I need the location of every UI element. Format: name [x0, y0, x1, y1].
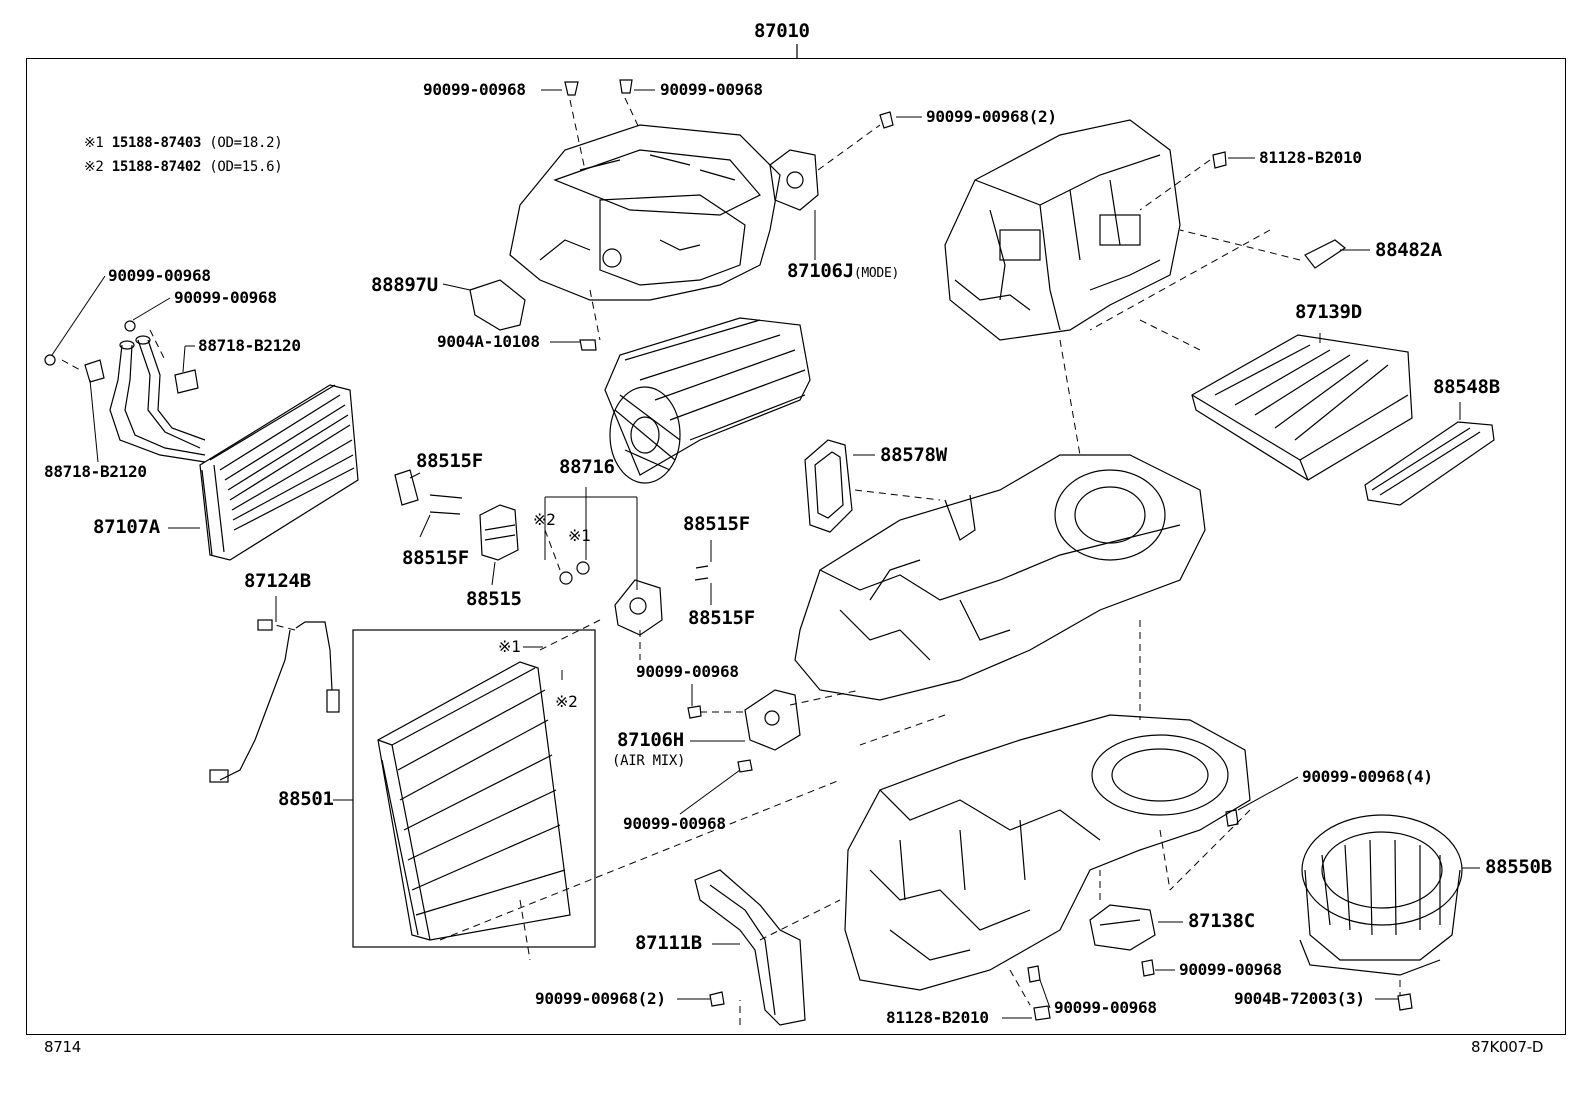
label-heater-clamp-a[interactable]: 88718-B2120 [198, 336, 301, 355]
upper-blower-case [509, 124, 781, 301]
label-evaporator[interactable]: 88501 [278, 788, 334, 810]
label-heater-screw-a[interactable]: 90099-00968 [108, 266, 211, 285]
evaporator-box [352, 629, 596, 948]
note-1-spec: (OD=18.2) [209, 135, 283, 151]
label-blower[interactable]: 88550B [1485, 856, 1552, 878]
duct-87111b [694, 869, 806, 1026]
evaporator-core [377, 661, 571, 941]
label-exp-valve[interactable]: 88515 [466, 588, 522, 610]
expansion-valve [394, 469, 519, 561]
label-airmix-note: (AIR MIX) [612, 753, 686, 769]
label-heater-clamp-b[interactable]: 88718-B2120 [44, 462, 147, 481]
label-thermistor[interactable]: 87124B [244, 570, 311, 592]
label-heater-core[interactable]: 87107A [93, 516, 160, 538]
label-blower-screw[interactable]: 9004B-72003(3) [1234, 989, 1365, 1008]
label-servo-88897u[interactable]: 88897U [371, 274, 438, 296]
label-airmix-screw-top[interactable]: 90099-00968 [636, 662, 739, 681]
assembly-lines [61, 97, 1401, 1025]
label-airmix-servo[interactable]: 87106H [617, 729, 684, 751]
footer-right: 87K007-D [1471, 1038, 1544, 1056]
label-seal[interactable]: 88578W [880, 444, 947, 466]
label-oring-mark2: ※2 [533, 510, 556, 529]
note-2-mark: ※2 [84, 159, 104, 175]
servo-88897u [469, 279, 526, 331]
label-exp-bolt-3[interactable]: 88515F [683, 513, 750, 535]
assembly-number: 87010 [754, 20, 810, 42]
label-lower-screw-4[interactable]: 90099-00968(4) [1302, 767, 1433, 786]
label-oring-mark1: ※1 [568, 526, 591, 545]
label-top-screw-a[interactable]: 90099-00968 [423, 80, 526, 99]
resistor-87138c [1089, 904, 1156, 951]
label-evap-mark1: ※1 [498, 637, 521, 656]
seal-gasket [804, 439, 853, 533]
note-2-spec: (OD=15.6) [209, 159, 283, 175]
label-exp-bolt-4[interactable]: 88515F [688, 607, 755, 629]
note-1-mark: ※1 [84, 135, 104, 151]
mode-servo-part: 87106J [787, 260, 854, 282]
mode-servo-note: (MODE) [853, 266, 900, 281]
diagram-frame [26, 58, 1566, 1035]
note-2-part: 15188-87402 [111, 159, 202, 175]
note-row-2: ※2 15188-87402 (OD=15.6) [84, 159, 283, 175]
upper-right-case [944, 119, 1181, 341]
sensor-88482a [1304, 239, 1347, 269]
heater-core [109, 335, 359, 561]
lower-case [844, 714, 1251, 991]
cabin-filter [1191, 334, 1413, 481]
airmix-servo [744, 689, 801, 751]
note-1-part: 15188-87403 [111, 135, 202, 151]
label-exp-bolt-2[interactable]: 88515F [402, 547, 469, 569]
label-filter-cover[interactable]: 88548B [1433, 376, 1500, 398]
filter-cover [1364, 421, 1495, 506]
thermistor-wire [209, 619, 340, 783]
pipe-block [559, 561, 663, 636]
main-heater-case [794, 454, 1206, 701]
blower-motor [1299, 814, 1463, 976]
label-screw-9004a[interactable]: 9004A-10108 [437, 332, 540, 351]
label-resistor-screw[interactable]: 90099-00968 [1179, 960, 1282, 979]
label-duct[interactable]: 87111B [635, 932, 702, 954]
label-evap-mark2: ※2 [555, 692, 578, 711]
leader-lines [51, 89, 1480, 1019]
label-filter[interactable]: 87139D [1295, 301, 1362, 323]
label-mode-servo[interactable]: 87106J(MODE) [787, 262, 899, 281]
label-case-clip-top[interactable]: 81128-B2010 [1259, 148, 1362, 167]
footer-left: 8714 [44, 1038, 81, 1056]
label-resistor[interactable]: 87138C [1188, 910, 1255, 932]
heater-fasteners [44, 320, 199, 394]
blower-wheel [604, 317, 811, 484]
label-oring-set[interactable]: 88716 [559, 456, 615, 478]
screw-glyphs [564, 79, 1413, 1021]
mode-servo [769, 149, 819, 211]
label-clip-bottom[interactable]: 81128-B2010 [886, 1008, 989, 1027]
note-row-1: ※1 15188-87403 (OD=18.2) [84, 135, 283, 151]
label-heater-screw-b[interactable]: 90099-00968 [174, 288, 277, 307]
label-duct-screw[interactable]: 90099-00968(2) [535, 989, 666, 1008]
label-sensor[interactable]: 88482A [1375, 239, 1442, 261]
label-airmix-screw-bottom[interactable]: 90099-00968 [623, 814, 726, 833]
label-mode-screw[interactable]: 90099-00968(2) [926, 107, 1057, 126]
label-exp-bolt-1[interactable]: 88515F [416, 450, 483, 472]
label-case-screw-bottom[interactable]: 90099-00968 [1054, 998, 1157, 1017]
label-top-screw-b[interactable]: 90099-00968 [660, 80, 763, 99]
